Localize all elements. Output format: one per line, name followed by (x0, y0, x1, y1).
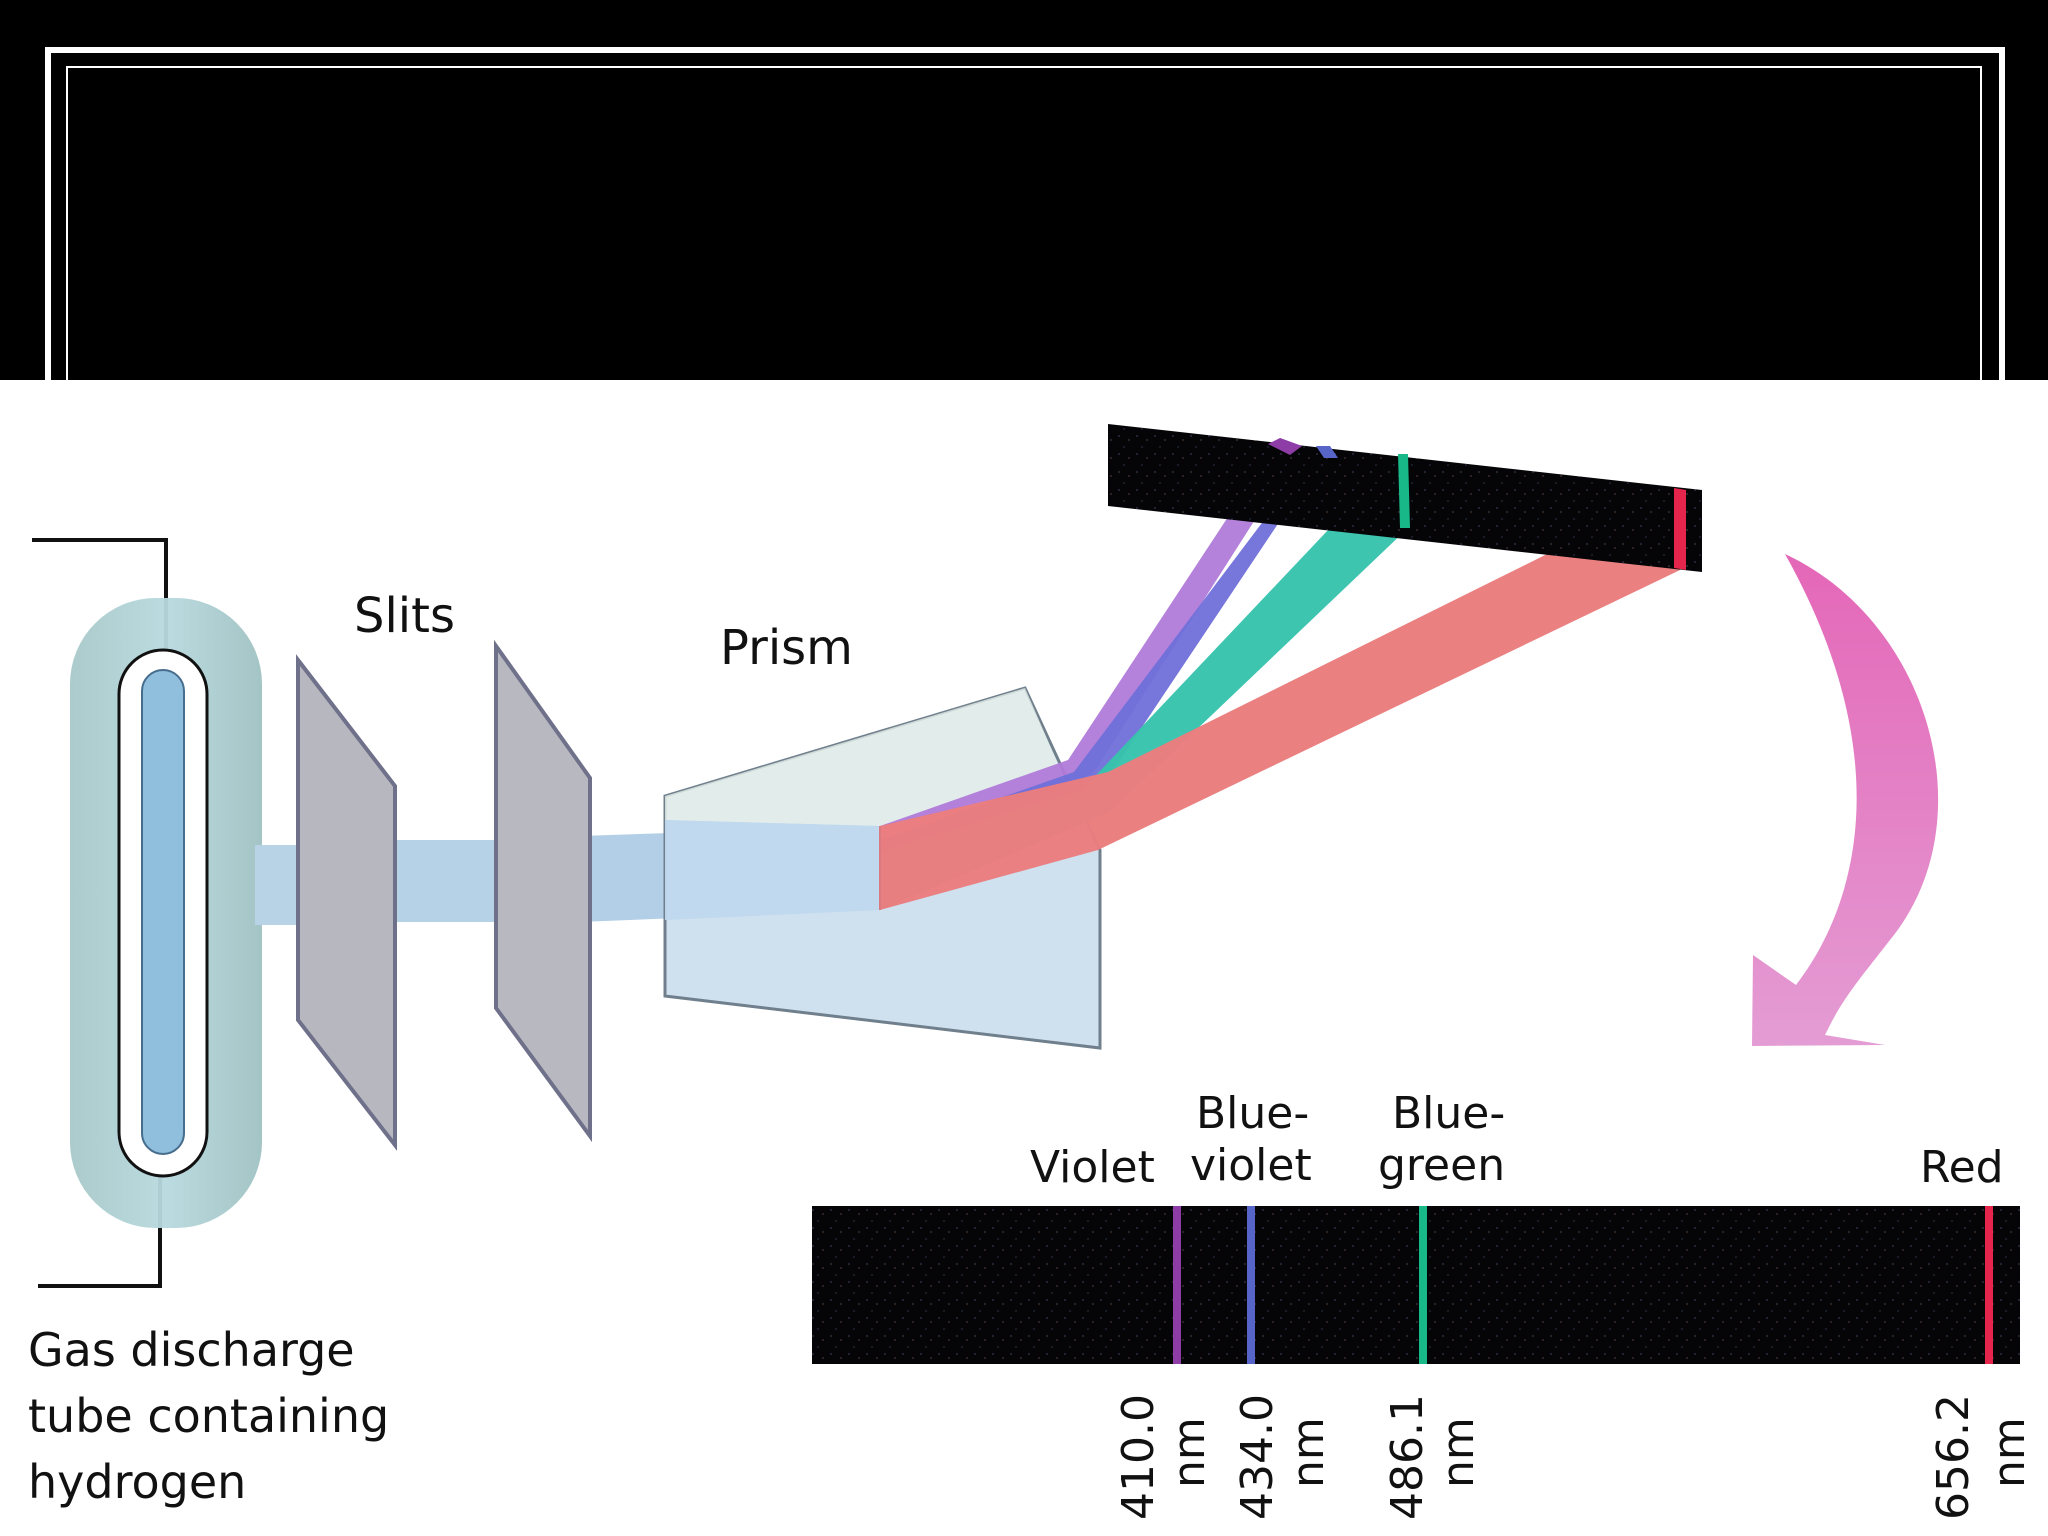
violet-label: Violet (1030, 1142, 1155, 1193)
violet-wavelength: 410.0 (1113, 1394, 1164, 1520)
violet-unit: nm (1164, 1417, 1215, 1488)
violet-beam (880, 438, 1302, 910)
screen-blue-green-line (1398, 454, 1410, 528)
tube-label: Gas discharge tube containing hydrogen (28, 1323, 389, 1509)
top-screen (1108, 424, 1702, 572)
header-inner-border (66, 66, 1982, 448)
red-label: Red (1920, 1142, 2004, 1193)
tube-label-line2: tube containing (28, 1389, 389, 1443)
blue-violet-label-line2: violet (1190, 1140, 1312, 1191)
slit-plate-1 (296, 654, 397, 1151)
tube-label-line3: hydrogen (28, 1455, 246, 1509)
prism-label: Prism (720, 620, 853, 676)
screen-red-line (1674, 488, 1686, 570)
slits: Slits (296, 588, 592, 1151)
spectrum-bar (812, 1206, 2020, 1364)
blue-violet-wavelength: 434.0 (1232, 1394, 1283, 1520)
blue-green-wavelength: 486.1 (1382, 1394, 1433, 1520)
red-beam (880, 488, 1680, 910)
blue-green-label-line2: green (1378, 1140, 1505, 1191)
red-unit: nm (1984, 1417, 2035, 1488)
blue-green-unit: nm (1433, 1417, 1484, 1488)
slit-plate-2 (494, 639, 592, 1143)
header-frame (0, 0, 2048, 448)
prism-transmitted-beam (665, 820, 880, 920)
header-background (0, 0, 2048, 380)
blue-violet-label-line1: Blue- (1196, 1088, 1309, 1139)
red-wavelength: 656.2 (1928, 1394, 1979, 1520)
screen-blue-violet-line (1316, 446, 1338, 458)
tube-label-line1: Gas discharge (28, 1323, 355, 1377)
prism-highlight (665, 688, 1065, 826)
spectrum-labels: Violet Blue- violet Blue- green Red 410.… (1030, 1088, 2035, 1520)
header-outer-border (45, 47, 2005, 433)
screen-violet-line (1268, 438, 1302, 455)
gas-discharge-tube (32, 538, 262, 1288)
blue-green-label-line1: Blue- (1392, 1088, 1505, 1139)
down-arrow (1752, 554, 1939, 1046)
curved-arrow (1752, 554, 1939, 1046)
blue-violet-unit: nm (1283, 1417, 1334, 1488)
tube-core (141, 669, 185, 1155)
spectrum-panel (812, 1206, 2020, 1364)
slits-label: Slits (354, 588, 455, 644)
header-bottom-clear (0, 380, 2048, 400)
